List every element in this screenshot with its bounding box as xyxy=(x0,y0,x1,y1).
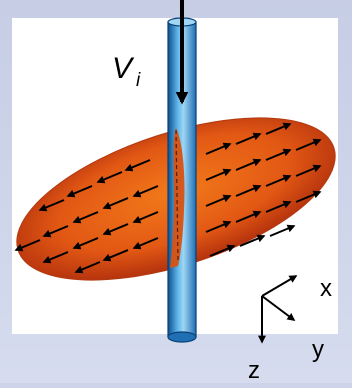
velocity-symbol: V xyxy=(112,52,135,85)
axis-z-label: z xyxy=(248,357,260,383)
axis-y-label: y xyxy=(312,336,324,363)
axis-x-label: x xyxy=(320,275,332,302)
